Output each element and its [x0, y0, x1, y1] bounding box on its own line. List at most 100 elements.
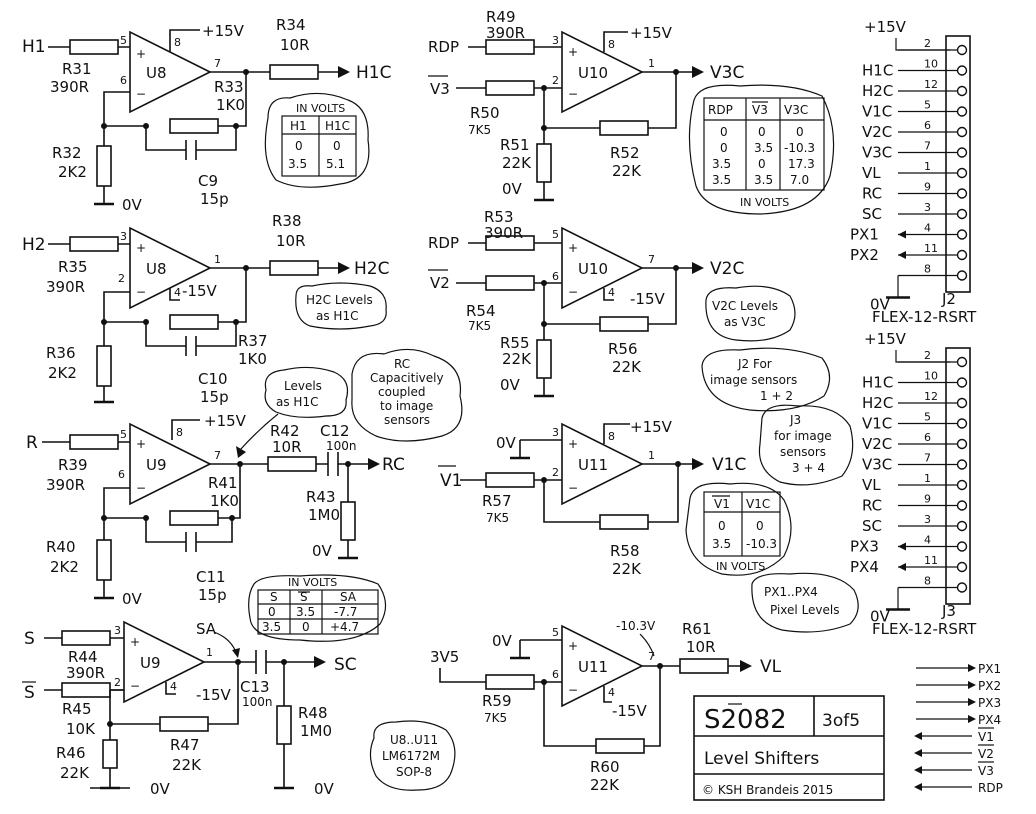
u11b-pin7: 7 [648, 650, 655, 663]
resistor-r40 [96, 539, 112, 581]
table-v3-cell: 3.5 [754, 173, 773, 187]
pin-number: 9 [924, 181, 931, 194]
opamp-u10a [561, 30, 644, 114]
r47-ref: R47 [170, 736, 200, 754]
pin-label: VL [862, 476, 881, 494]
u11a-pin8: 8 [608, 430, 615, 443]
c9-value: 15p [200, 190, 229, 208]
connector-pin [956, 147, 968, 158]
port-label: PX4 [978, 713, 1001, 727]
pin-number: 8 [924, 263, 931, 276]
pin-number: 1 [924, 160, 931, 173]
table-h1-cell: 5.1 [326, 157, 345, 171]
port-label: PX3 [978, 696, 1001, 710]
r52-value: 22K [612, 162, 642, 180]
stage-h2: H2 R35 390R +− U8 3 2 1 4 -15V R36 2K2 R… [22, 212, 389, 406]
note-levels-h1c: Levels as H1C [236, 366, 349, 458]
table-v3-header: RDP [708, 103, 733, 117]
connector-pin [956, 85, 968, 97]
r54-value: 7K5 [468, 319, 491, 333]
pin-number: 7 [924, 452, 931, 465]
r33-ref: R33 [214, 78, 244, 96]
resistor-r35 [69, 236, 119, 252]
pin-label: H1C [862, 374, 893, 392]
u10a-supply: +15V [630, 24, 673, 42]
resistor-r51 [536, 143, 552, 183]
u10b-pin7: 7 [648, 253, 655, 266]
note-v2c-levels: V2C Levels as V3C [705, 285, 796, 342]
note-px-line2: Pixel Levels [770, 603, 840, 617]
note-rc-coupled: RC Capacitively coupled to image sensors [351, 348, 463, 442]
connector-pin [956, 229, 968, 240]
table-v3-cell: 3.5 [712, 157, 731, 171]
table-v1-cell: 0 [756, 519, 764, 533]
u11b-output-level: -10.3V [616, 619, 656, 633]
u8a-pin5: 5 [120, 34, 127, 47]
table-h1-header-h1: H1 [290, 119, 307, 133]
resistor-r43 [340, 501, 356, 541]
ground-label: 0V [500, 376, 521, 394]
port-label: PX2 [978, 679, 1001, 693]
r42-value: 10R [272, 438, 302, 456]
r50-value: 7K5 [468, 123, 491, 137]
u9a-supply: +15V [204, 412, 247, 430]
resistor-r39 [69, 434, 119, 450]
table-v1-caption: IN VOLTS [716, 560, 765, 573]
r41-value: 1K0 [210, 492, 239, 510]
table-v3-cell: 0 [796, 125, 804, 139]
table-v3-header: V3 [752, 103, 768, 117]
table-s-cell: +4.7 [330, 620, 359, 634]
pin-number: 3 [924, 201, 931, 214]
stage-s: S S R44 390R R45 10K +− U9 3 2 1 4 -15V … [22, 620, 357, 798]
pin-number: 9 [924, 493, 931, 506]
pin-label: V1C [862, 415, 892, 433]
signal-h1c: H1C [356, 63, 391, 83]
r42-ref: R42 [270, 422, 300, 440]
signal-v2c: V2C [710, 259, 744, 279]
connector-pin [956, 479, 968, 491]
r47-value: 22K [172, 756, 202, 774]
u9b-pin2: 2 [114, 676, 121, 689]
r35-ref: R35 [58, 258, 88, 276]
signal-v1c: V1C [712, 455, 746, 475]
table-v3-cell: 0 [758, 157, 766, 171]
connector-pin [956, 459, 968, 470]
u10a-pin2: 2 [552, 74, 559, 87]
r46-value: 22K [60, 764, 90, 782]
svg-text:+: + [568, 45, 578, 59]
resistor-r41 [169, 510, 219, 526]
r45-ref: R45 [62, 700, 92, 718]
pin-label: V2C [862, 123, 892, 141]
signal-s-bar: S [24, 683, 35, 703]
u11a-supply: +15V [630, 418, 673, 436]
pin-number: 11 [924, 242, 938, 255]
pin-label: PX2 [850, 246, 879, 264]
stage-v1: 0V V1 R57 7K5 +− U11 3 2 1 8 +15V R58 22… [438, 418, 746, 578]
u8a-ref: U8 [146, 64, 167, 82]
connector-pin [956, 126, 968, 138]
svg-text:+: + [130, 635, 140, 649]
table-s: IN VOLTS S S SA 0 3.5 -7.7 3.5 0 +4.7 [248, 574, 387, 642]
r52-ref: R52 [610, 144, 640, 162]
connector-ground: 0V [870, 608, 891, 626]
pin-number: 11 [924, 554, 938, 567]
ground-label: 0V [502, 180, 523, 198]
resistor-r47 [159, 716, 209, 732]
pin-label: VL [862, 164, 881, 182]
svg-text:+: + [136, 437, 146, 451]
c12-value: 100n [326, 439, 357, 453]
resistor-r37 [169, 314, 219, 330]
u11b-pin6: 6 [552, 668, 559, 681]
u8b-pin1: 1 [214, 253, 221, 266]
resistor-r57 [485, 472, 535, 488]
resistor-r38 [269, 260, 319, 276]
ground-label: 0V [122, 590, 143, 608]
u11a-pin2: 2 [552, 466, 559, 479]
sheet-subtitle: Level Shifters [704, 749, 819, 769]
r48-value: 1M0 [300, 722, 332, 740]
note-px-line1: PX1..PX4 [764, 585, 818, 599]
c13-value: 100n [242, 695, 273, 709]
r37-ref: R37 [238, 332, 268, 350]
pin-number: 4 [924, 534, 931, 547]
stage-vl: 0V 3V5 R59 7K5 +− U11 5 6 7 -10.3V 4 -15… [430, 619, 782, 794]
